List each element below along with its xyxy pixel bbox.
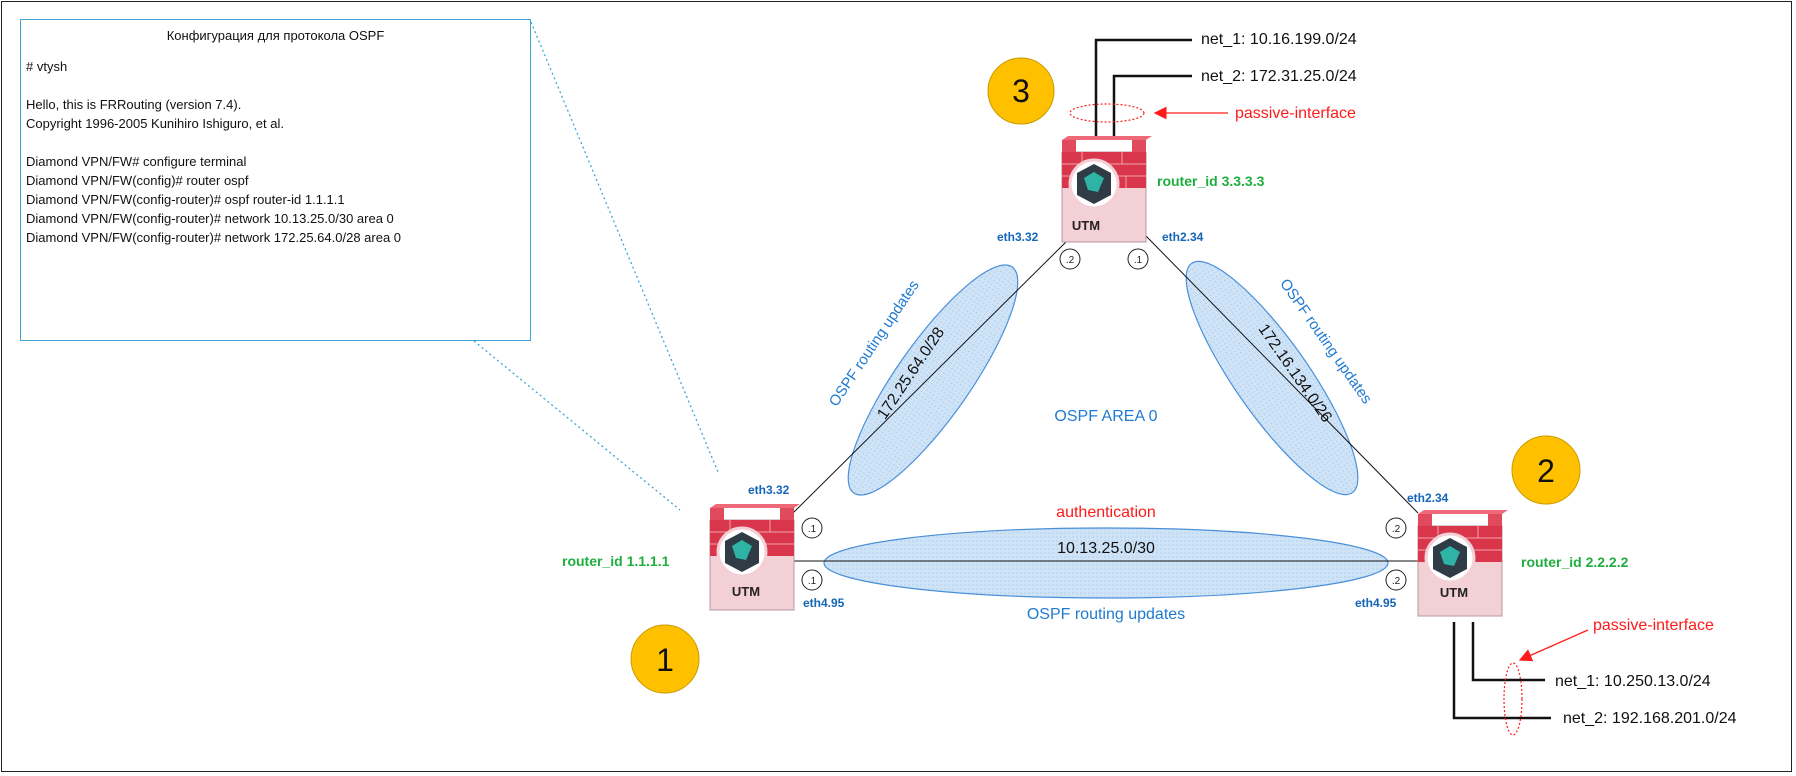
r3-host-to-r1-circle [1059,248,1081,270]
link-ellipse-r1-r2 [823,527,1389,599]
router-2-device-label: UTM [1440,585,1468,600]
r1-host-to-r3: .1 [808,524,817,535]
r3-net1-line [1094,38,1192,136]
r2-net1-line [1471,622,1545,682]
link-ellipse-r2-r3 [1185,260,1359,496]
config-line: Diamond VPN/FW(config-router)# network 1… [26,211,394,226]
router-3-number: 3 [1012,73,1030,109]
r3-net1-label: net_1: 10.16.199.0/24 [1201,31,1357,48]
r1-eth-to-r3: eth3.32 [748,483,790,497]
r3-eth-to-r2: eth2.34 [1162,230,1204,244]
router-2-id: router_id 2.2.2.2 [1521,554,1629,570]
router-3-device-label: UTM [1072,218,1100,233]
config-line: Hello, this is FRRouting (version 7.4). [26,97,242,112]
r1-host-to-r3-circle [801,517,823,539]
router-2-number: 2 [1537,453,1555,489]
link-line-r1-r3 [792,235,1073,514]
router-1-badge [630,624,700,694]
config-line: # vtysh [26,59,68,74]
r3-host-to-r1: .2 [1066,255,1075,266]
area-label: OSPF AREA 0 [1054,408,1157,425]
r1-host-to-r2: .1 [808,576,817,587]
config-line: Diamond VPN/FW# configure terminal [26,154,247,169]
r2-passive-arrow [1518,629,1589,662]
config-lines: # vtysh Hello, this is FRRouting (versio… [26,57,530,247]
link-line-r2-r3 [1145,235,1419,514]
router-2-firewall-icon [1417,510,1508,617]
r2-net2-line [1452,622,1551,720]
router-3-firewall-icon [1061,136,1152,243]
callout-line [530,21,719,473]
callout-line [473,340,681,511]
config-line: Copyright 1996-2005 Kunihiro Ishiguro, e… [26,116,284,131]
link-ellipse-r1-r3 [847,264,1019,496]
r2-eth-to-r1: eth4.95 [1355,596,1397,610]
router-1-number: 1 [656,642,674,678]
link-r1-r2-subnet: 10.13.25.0/30 [1057,540,1155,557]
r2-passive-label: passive-interface [1593,617,1714,634]
link-r1-r2-updates: OSPF routing updates [1027,606,1185,623]
r2-eth-to-r3: eth2.34 [1407,491,1449,505]
r1-host-to-r2-circle [801,569,823,591]
config-line: Diamond VPN/FW(config-router)# network 1… [26,230,402,245]
router-1-firewall-icon [709,504,800,611]
r2-passive-marker [1503,662,1523,736]
r3-passive-marker [1069,103,1145,123]
r1-eth-to-r2: eth4.95 [803,596,845,610]
r3-passive-label: passive-interface [1235,105,1356,122]
link-r1-r2-note: authentication [1056,504,1156,521]
router-3-badge [987,57,1055,125]
config-box: Конфигурация для протокола OSPF # vtysh … [20,19,531,341]
r2-net2-label: net_2: 192.168.201.0/24 [1563,710,1737,727]
r2-host-to-r3-circle [1385,517,1407,539]
config-line: Diamond VPN/FW(config-router)# ospf rout… [26,192,345,207]
r3-eth-to-r1: eth3.32 [997,230,1039,244]
r3-host-to-r2: .1 [1134,255,1143,266]
r3-net2-label: net_2: 172.31.25.0/24 [1201,68,1357,85]
r2-net1-label: net_1: 10.250.13.0/24 [1555,673,1711,690]
r2-host-to-r1-circle [1385,569,1407,591]
r3-host-to-r2-circle [1127,248,1149,270]
r3-net2-line [1112,74,1192,136]
config-line: Diamond VPN/FW(config)# router ospf [26,173,249,188]
r2-host-to-r3: .2 [1392,524,1401,535]
router-1-id: router_id 1.1.1.1 [562,553,670,569]
config-title: Конфигурация для протокола OSPF [166,28,385,43]
router-3-id: router_id 3.3.3.3 [1157,173,1265,189]
router-2-badge [1511,435,1581,505]
r2-host-to-r1: .2 [1392,576,1401,587]
router-1-device-label: UTM [732,584,760,599]
